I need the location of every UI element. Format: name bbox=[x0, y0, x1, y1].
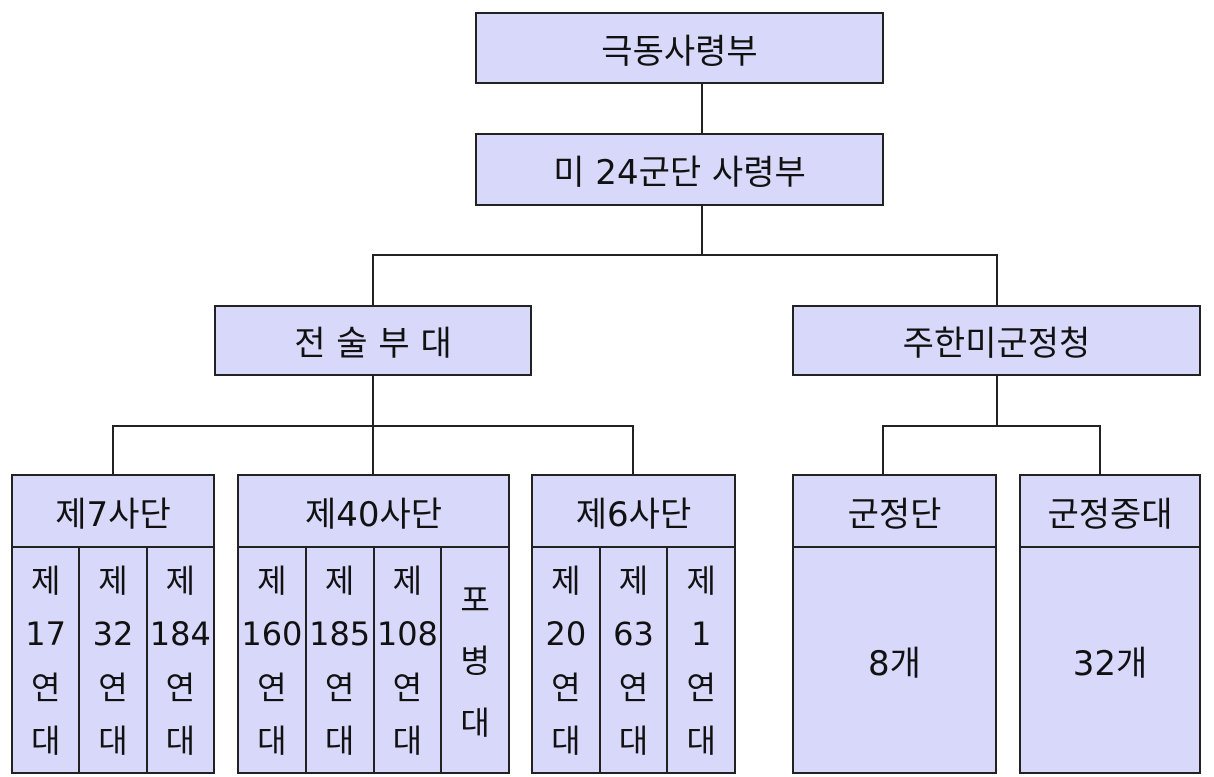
regiment-text: 대 bbox=[460, 703, 490, 742]
military-gov-company-title: 군정중대 bbox=[1021, 476, 1199, 548]
regiment-text: 제 bbox=[551, 561, 581, 600]
regiment-text: 제 bbox=[618, 561, 649, 600]
tactical-units-box: 전 술 부 대 bbox=[214, 305, 532, 376]
regiment-184: 제 184 연 대 bbox=[148, 548, 213, 772]
regiment-text: 연 bbox=[30, 668, 61, 707]
regiment-20: 제 20 연 대 bbox=[533, 548, 601, 772]
regiment-text: 대 bbox=[686, 722, 716, 761]
regiment-63: 제 63 연 대 bbox=[601, 548, 669, 772]
regiment-text: 연 bbox=[324, 668, 355, 707]
connector-to-6th bbox=[632, 425, 634, 475]
corps-command-label: 미 24군단 사령부 bbox=[553, 153, 806, 193]
division-6th: 제6사단 제 20 연 대 제 63 연 대 제 1 연 대 bbox=[531, 474, 736, 774]
regiment-text: 대 bbox=[618, 722, 649, 761]
regiment-1: 제 1 연 대 bbox=[668, 548, 734, 772]
military-gov-company-count: 32개 bbox=[1072, 643, 1148, 684]
regiment-text: 제 bbox=[30, 561, 61, 600]
regiment-text: 연 bbox=[392, 668, 423, 707]
connector-corps-branch bbox=[372, 254, 998, 256]
regiment-text: 대 bbox=[257, 722, 287, 761]
regiment-17: 제 17 연 대 bbox=[13, 548, 81, 772]
regiment-number: 32 bbox=[92, 615, 134, 654]
division-40th-title: 제40사단 bbox=[239, 476, 508, 548]
artillery-unit: 포 병 대 bbox=[442, 548, 508, 772]
connector-to-gov-group bbox=[882, 425, 884, 475]
regiment-text: 제 bbox=[686, 561, 716, 600]
military-gov-group-title: 군정단 bbox=[794, 476, 995, 548]
connector-to-40th bbox=[372, 425, 374, 475]
regiment-text: 제 bbox=[98, 561, 128, 600]
regiment-number: 20 bbox=[545, 615, 587, 654]
military-gov-group: 군정단 8개 bbox=[792, 474, 997, 774]
regiment-text: 제 bbox=[165, 561, 196, 600]
connector-to-military-gov bbox=[996, 254, 998, 305]
regiment-text: 연 bbox=[257, 668, 287, 707]
corps-command-box: 미 24군단 사령부 bbox=[475, 133, 884, 206]
regiment-text: 대 bbox=[551, 722, 581, 761]
regiment-text: 연 bbox=[98, 668, 128, 707]
regiment-185: 제 185 연 대 bbox=[307, 548, 375, 772]
military-gov-group-count: 8개 bbox=[868, 643, 921, 684]
connector-tactical-down bbox=[372, 375, 374, 426]
regiment-number: 184 bbox=[149, 615, 211, 654]
connector-to-7th bbox=[112, 425, 114, 475]
connector-military-gov-down bbox=[996, 375, 998, 426]
connector-hq-corps bbox=[701, 83, 703, 133]
regiment-160: 제 160 연 대 bbox=[239, 548, 307, 772]
regiment-text: 포 bbox=[460, 580, 490, 619]
regiment-number: 17 bbox=[25, 615, 67, 654]
regiment-text: 대 bbox=[392, 722, 423, 761]
regiment-108: 제 108 연 대 bbox=[375, 548, 443, 772]
connector-to-gov-company bbox=[1099, 425, 1101, 475]
regiment-text: 연 bbox=[618, 668, 649, 707]
connector-corps-down bbox=[701, 205, 703, 255]
regiment-number: 63 bbox=[613, 615, 654, 654]
division-6th-title: 제6사단 bbox=[533, 476, 734, 548]
tactical-units-label: 전 술 부 대 bbox=[294, 324, 452, 364]
military-government-box: 주한미군정청 bbox=[792, 305, 1201, 376]
regiment-text: 제 bbox=[324, 561, 355, 600]
military-government-label: 주한미군정청 bbox=[902, 324, 1091, 364]
division-7th-title: 제7사단 bbox=[13, 476, 213, 548]
regiment-32: 제 32 연 대 bbox=[80, 548, 148, 772]
military-gov-company: 군정중대 32개 bbox=[1019, 474, 1201, 774]
regiment-text: 연 bbox=[686, 668, 716, 707]
division-40th: 제40사단 제 160 연 대 제 185 연 대 제 108 연 대 포 병 … bbox=[237, 474, 510, 774]
regiment-text: 대 bbox=[98, 722, 128, 761]
regiment-number: 1 bbox=[691, 615, 712, 654]
regiment-number: 185 bbox=[309, 615, 371, 654]
regiment-text: 병 bbox=[460, 642, 490, 680]
regiment-text: 제 bbox=[392, 561, 423, 600]
regiment-text: 연 bbox=[551, 668, 581, 707]
far-east-command-box: 극동사령부 bbox=[475, 12, 884, 84]
regiment-text: 대 bbox=[324, 722, 355, 761]
regiment-number: 108 bbox=[376, 615, 438, 654]
regiment-text: 대 bbox=[165, 722, 196, 761]
connector-to-tactical bbox=[372, 254, 374, 305]
regiment-number: 160 bbox=[241, 615, 303, 654]
division-7th: 제7사단 제 17 연 대 제 32 연 대 제 184 연 대 bbox=[11, 474, 215, 774]
regiment-text: 연 bbox=[165, 668, 196, 707]
regiment-text: 대 bbox=[30, 722, 61, 761]
regiment-text: 제 bbox=[257, 561, 287, 600]
connector-military-gov-branch bbox=[882, 425, 1101, 427]
far-east-command-label: 극동사령부 bbox=[601, 31, 758, 72]
